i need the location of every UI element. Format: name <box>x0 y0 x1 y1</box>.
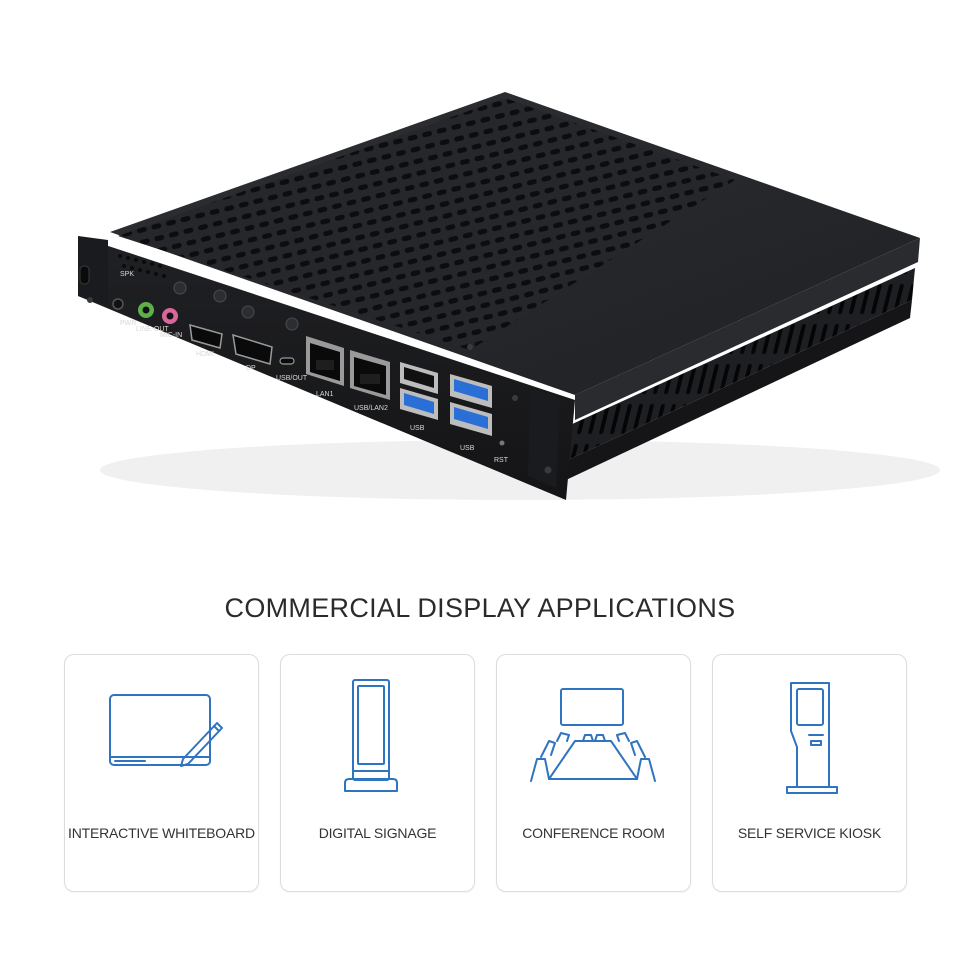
spk-label: SPK <box>120 271 134 278</box>
dp-port <box>232 333 273 365</box>
mini-pc-illustration: SPK PWR LINE-OUT MIC-IN HDMI DP USB/OUT … <box>78 92 940 500</box>
usb-label-1: USB <box>410 425 425 432</box>
hdmi-port <box>189 323 223 349</box>
card-label: CONFERENCE ROOM <box>522 825 665 841</box>
product-image: SPK PWR LINE-OUT MIC-IN HDMI DP USB/OUT … <box>78 92 940 500</box>
usb-lan2-label: USB/LAN2 <box>354 405 388 412</box>
line-out-label: LINE-OUT <box>136 326 169 333</box>
usbc-port <box>279 357 295 365</box>
usb-out-label: USB/OUT <box>276 375 308 382</box>
top-vents <box>118 98 735 350</box>
usb-stack-2 <box>450 374 492 436</box>
mic-in-label: MIC-IN <box>160 332 182 339</box>
conference-room-icon <box>497 675 690 805</box>
dp-label: DP <box>246 365 256 372</box>
kiosk-icon <box>713 675 906 805</box>
pwr-label: PWR <box>120 320 136 327</box>
lan1-port <box>306 336 344 386</box>
usb-stack-1 <box>400 362 438 420</box>
application-cards: INTERACTIVE WHITEBOARD DIGITAL SIGNAGE <box>64 654 907 892</box>
side-panel <box>575 238 920 420</box>
hdmi-label: HDMI <box>196 351 214 358</box>
reset-button <box>499 440 505 446</box>
card-interactive-whiteboard: INTERACTIVE WHITEBOARD <box>64 654 259 892</box>
rst-label: RST <box>494 457 509 464</box>
card-conference-room: CONFERENCE ROOM <box>496 654 691 892</box>
card-label: INTERACTIVE WHITEBOARD <box>68 825 255 841</box>
usb-label-2: USB <box>460 445 475 452</box>
section-title: COMMERCIAL DISPLAY APPLICATIONS <box>224 593 736 623</box>
lan2-port <box>350 350 390 400</box>
card-label: SELF SERVICE KIOSK <box>737 825 882 841</box>
signage-icon <box>281 675 474 805</box>
card-label: DIGITAL SIGNAGE <box>318 825 437 841</box>
card-self-service-kiosk: SELF SERVICE KIOSK <box>712 654 907 892</box>
whiteboard-icon <box>65 675 258 805</box>
card-digital-signage: DIGITAL SIGNAGE <box>280 654 475 892</box>
lan1-label: LAN1 <box>316 391 334 398</box>
side-vents <box>568 268 915 460</box>
